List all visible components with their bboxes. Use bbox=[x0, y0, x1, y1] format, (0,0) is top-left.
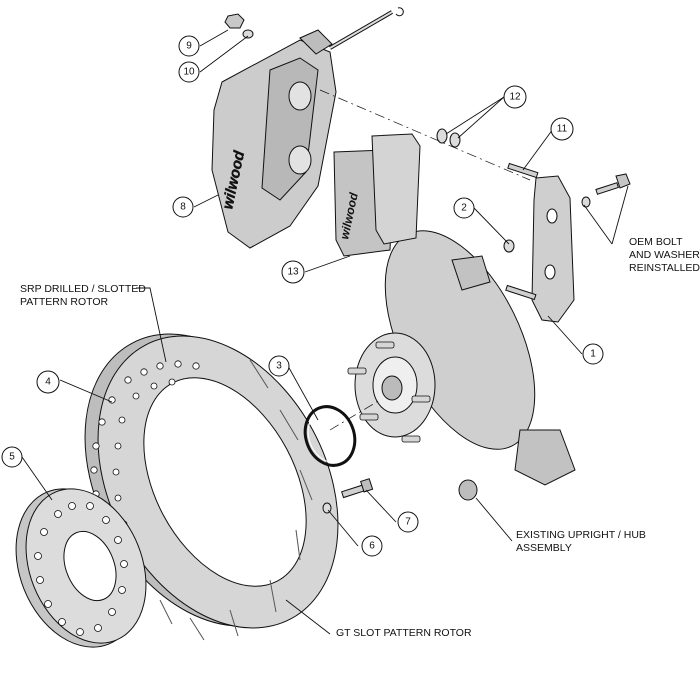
oem-bolt bbox=[581, 173, 631, 208]
callout-11: 11 bbox=[550, 117, 574, 141]
bracket-washer bbox=[503, 239, 515, 253]
bridge-washer bbox=[242, 29, 254, 39]
svg-text:9: 9 bbox=[186, 41, 192, 52]
callout-2: 2 bbox=[453, 197, 475, 219]
assembly-centerline bbox=[319, 89, 531, 431]
label-srp-rotor-line1: SRP DRILLED / SLOTTED bbox=[20, 283, 146, 295]
pad-retaining-pin bbox=[328, 7, 404, 50]
label-gt-slot-rotor: GT SLOT PATTERN ROTOR bbox=[336, 627, 472, 639]
rotor-hat bbox=[15, 488, 147, 648]
callout-5: 5 bbox=[1, 446, 23, 468]
label-upright-line1: EXISTING UPRIGHT / HUB bbox=[516, 529, 646, 541]
gt-slot-rotor bbox=[84, 333, 339, 641]
label-oem-bolt-line3: REINSTALLED bbox=[629, 262, 700, 274]
rotor-slots bbox=[159, 359, 313, 641]
existing-hub-assembly bbox=[347, 230, 576, 501]
svg-text:8: 8 bbox=[180, 202, 186, 213]
callout-6: 6 bbox=[361, 535, 383, 557]
callout-12: 12 bbox=[503, 85, 527, 109]
bridge-nut bbox=[224, 13, 245, 29]
svg-text:7: 7 bbox=[405, 517, 411, 528]
svg-text:3: 3 bbox=[276, 361, 282, 372]
svg-text:1: 1 bbox=[590, 349, 596, 360]
label-srp-rotor-line2: PATTERN ROTOR bbox=[20, 296, 109, 308]
o-ring bbox=[303, 405, 357, 467]
svg-text:12: 12 bbox=[509, 92, 521, 103]
callout-1: 1 bbox=[582, 343, 604, 365]
callout-7: 7 bbox=[397, 511, 419, 533]
callout-9: 9 bbox=[178, 35, 200, 57]
bracket-bolts bbox=[505, 162, 539, 301]
bracket-shims bbox=[436, 128, 461, 148]
label-oem-bolt-line2: AND WASHER bbox=[629, 249, 700, 261]
callout-4: 4 bbox=[36, 370, 60, 394]
brake-pads: wilwood bbox=[333, 133, 421, 257]
callout-10: 10 bbox=[178, 61, 200, 83]
label-oem-bolt-line1: OEM BOLT bbox=[629, 236, 683, 248]
svg-text:4: 4 bbox=[45, 377, 51, 388]
callout-3: 3 bbox=[268, 355, 290, 377]
svg-text:10: 10 bbox=[183, 67, 195, 78]
caliper: wilwood bbox=[211, 29, 337, 249]
svg-text:11: 11 bbox=[557, 124, 568, 135]
svg-text:6: 6 bbox=[369, 541, 375, 552]
svg-text:13: 13 bbox=[287, 267, 299, 278]
caliper-bracket bbox=[531, 175, 575, 323]
svg-text:2: 2 bbox=[461, 203, 467, 214]
svg-text:5: 5 bbox=[9, 452, 15, 463]
callout-8: 8 bbox=[172, 196, 194, 218]
label-upright-line2: ASSEMBLY bbox=[516, 542, 572, 554]
leader-lines bbox=[21, 29, 629, 635]
callout-13: 13 bbox=[281, 260, 305, 284]
rotor-bolt bbox=[341, 478, 374, 499]
